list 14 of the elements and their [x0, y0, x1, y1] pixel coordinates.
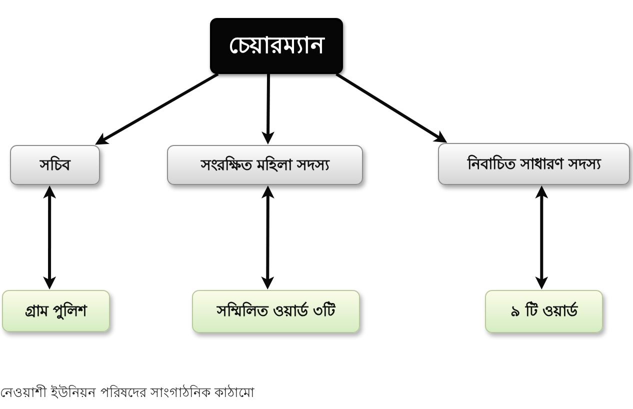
- role-box: সচিব: [10, 145, 100, 185]
- arrow: [95, 72, 219, 145]
- role-box: সম্মিলিত ওয়ার্ড ৩টি: [192, 290, 360, 333]
- arrow: [535, 186, 548, 290]
- caption: নেওয়াশী ইউনিয়ন পরিষদের সাংগাঠনিক কাঠামো: [0, 384, 255, 403]
- role-box: নিবাচিত সাধারণ সদস্য: [438, 143, 630, 185]
- role-box: গ্রাম পুলিশ: [2, 290, 110, 332]
- arrow: [43, 186, 56, 290]
- role-box: সংরক্ষিত মহিলা সদস্য: [167, 145, 363, 185]
- arrow: [336, 72, 448, 143]
- role-box: ৯ টি ওয়ার্ড: [485, 290, 603, 333]
- arrow: [261, 186, 274, 290]
- role-box: চেয়ারম্যান: [210, 18, 343, 74]
- arrow: [262, 74, 275, 144]
